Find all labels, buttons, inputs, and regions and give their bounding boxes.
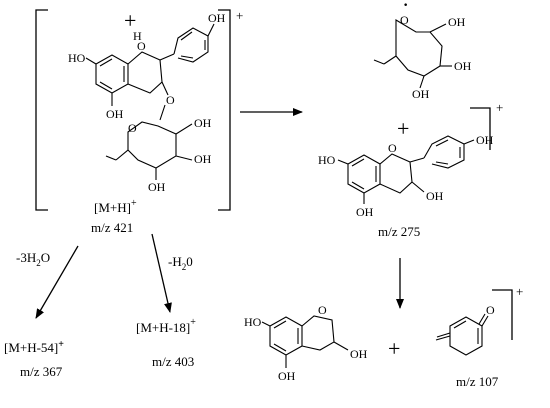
m54-mz: m/z 367 <box>20 364 63 379</box>
quinone-ketone-o: O <box>486 303 495 317</box>
aglycone-ho-a7: HO <box>318 153 336 167</box>
bond-c3-o <box>161 81 169 96</box>
atom-ring-h: H <box>133 29 142 43</box>
sugar-radical-dot: · <box>402 0 409 17</box>
bond-glyco <box>159 104 166 121</box>
atom-glyco-o: O <box>166 93 175 107</box>
ion-m54: [M+H-54]+ m/z 367 <box>4 339 64 379</box>
plus-sign-1: + <box>397 116 409 141</box>
benzofuran-fragment: HO O OH OH <box>244 303 368 383</box>
atom-sugar-oh2: OH <box>194 152 212 166</box>
loss-water-label: -3H2O <box>16 250 50 268</box>
precursor-mz: m/z 421 <box>91 220 133 235</box>
aglycone-oh-b4: OH <box>476 133 494 147</box>
benzofuran-ring-o: O <box>318 303 327 317</box>
right-bracket <box>218 9 231 211</box>
precursor-ion: + + HO OH OH O H O <box>35 8 243 235</box>
benzofuran-oh3: OH <box>350 347 368 361</box>
arrow-to-m54 <box>35 245 79 319</box>
atom-sugar-oh1: OH <box>194 116 212 130</box>
atom-oh-a5: OH <box>106 107 124 121</box>
precursor-sugar-ring <box>105 121 193 180</box>
sugar-oh2: OH <box>454 59 472 73</box>
ion-m18: [M+H-18]+ m/z 403 <box>136 317 196 369</box>
aglycone-fragment: HO OH OH OH O m/z 275 <box>318 133 494 239</box>
sugar-ring-o: O <box>400 13 409 27</box>
loss-h2o-label: -H20 <box>168 254 193 272</box>
benzofuran-oh2: OH <box>278 369 296 383</box>
sugar-fragment: · O OH OH OH <box>373 0 472 101</box>
m18-ion-label: [M+H-18]+ <box>136 317 196 335</box>
precursor-c-ring <box>127 51 163 94</box>
precursor-b-ring <box>159 23 215 63</box>
quinone-bracket <box>492 289 513 340</box>
precursor-a-ring <box>95 54 129 94</box>
precursor-ion-label: [M+H]+ <box>94 198 137 215</box>
atom-sugar-ring-o: O <box>128 121 137 135</box>
precursor-charge: + <box>124 8 136 33</box>
left-bracket <box>35 9 48 211</box>
sugar-fragment-ring <box>395 19 443 77</box>
atom-ho-a7: HO <box>68 51 86 65</box>
quinone-charge: + <box>516 284 523 299</box>
sugar-oh1: OH <box>448 15 466 29</box>
m54-ion-label: [M+H-54]+ <box>4 339 64 355</box>
quinone-mz: m/z 107 <box>456 374 499 389</box>
bond-a7-oh <box>85 57 97 65</box>
m18-mz: m/z 403 <box>152 354 194 369</box>
plus-sign-2: + <box>388 336 400 361</box>
bracket-charge: + <box>236 8 243 23</box>
sugar-oh3: OH <box>412 87 430 101</box>
aglycone-oh-a5: OH <box>356 205 374 219</box>
aglycone-mz: m/z 275 <box>378 224 420 239</box>
benzofuran-ho: HO <box>244 315 262 329</box>
aglycone-ring-o: O <box>388 141 397 155</box>
quinone-methide-fragment: O + m/z 107 <box>435 284 523 389</box>
atom-oh-b4: OH <box>208 11 226 25</box>
atom-ring-o: O <box>137 39 146 53</box>
aglycone-charge: + <box>496 100 503 115</box>
aglycone-oh-c3: OH <box>426 189 444 203</box>
aglycone-bracket <box>470 107 491 150</box>
arrow-to-m18 <box>151 233 172 313</box>
atom-sugar-oh3: OH <box>148 180 166 194</box>
